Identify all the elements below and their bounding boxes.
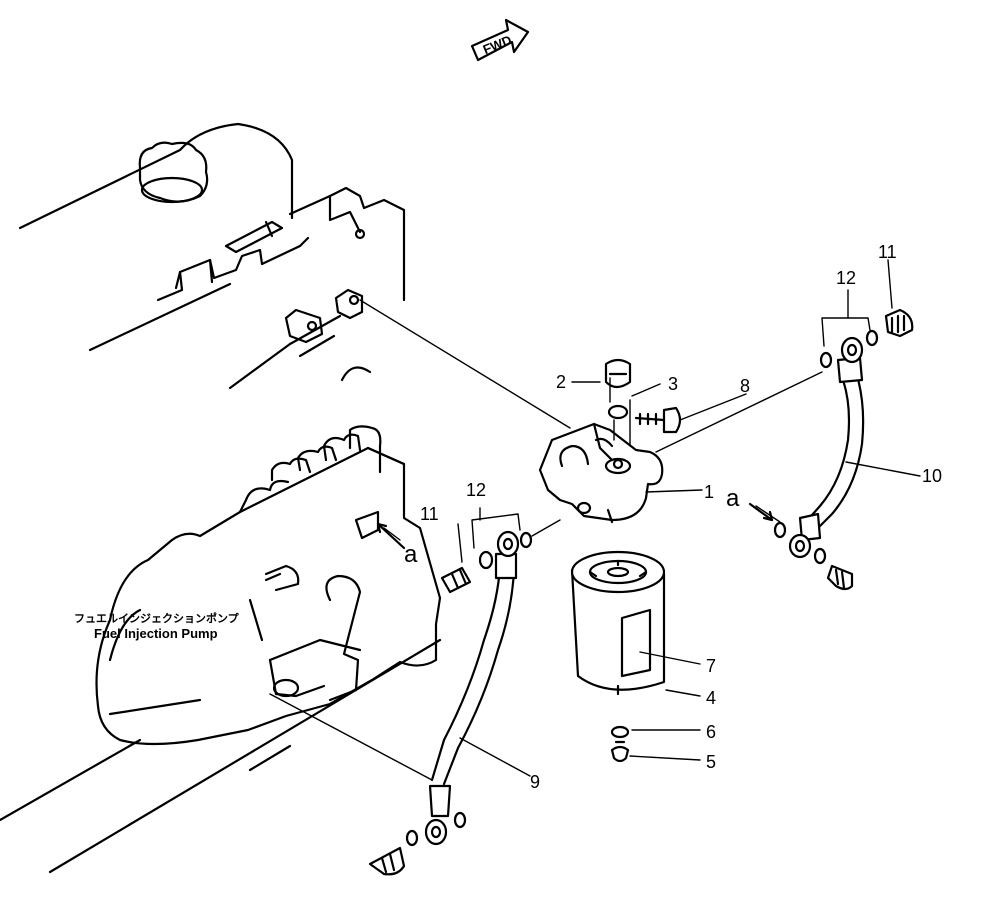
callout-11-left: 11 xyxy=(420,504,439,524)
fuel-injection-pump: フュエルインジェクションポンプ Fuel Injection Pump xyxy=(74,425,442,746)
callout-3: 3 xyxy=(668,374,678,394)
callout-5: 5 xyxy=(706,752,716,772)
callout-2: 2 xyxy=(556,372,566,392)
assembly-leader-lines xyxy=(269,299,823,781)
callout-10: 10 xyxy=(922,466,942,486)
filter-cartridge xyxy=(570,550,666,696)
callout-7: 7 xyxy=(706,656,716,676)
fuel-hose-9 xyxy=(405,530,533,847)
forward-direction-arrow: FWD xyxy=(470,18,530,62)
fuel-hose-10 xyxy=(773,329,879,565)
callout-9: 9 xyxy=(530,772,540,792)
mounting-hardware xyxy=(604,358,682,434)
callout-1: 1 xyxy=(704,482,714,502)
banjo-bolts xyxy=(368,308,914,876)
callout-8: 8 xyxy=(740,376,750,396)
callout-leaders xyxy=(383,259,921,777)
connection-mark-a-filter: a xyxy=(726,485,740,512)
connection-mark-a-pump: a xyxy=(404,541,418,568)
fuel-filter-head xyxy=(538,422,664,524)
callout-12-left: 12 xyxy=(466,480,486,500)
connection-marks: a a xyxy=(376,485,774,568)
engine-block xyxy=(18,122,406,390)
callout-6: 6 xyxy=(706,722,716,742)
fwd-label: FWD xyxy=(481,32,514,57)
callout-4: 4 xyxy=(706,688,716,708)
callout-11-right: 11 xyxy=(878,242,897,262)
pump-label-japanese: フュエルインジェクションポンプ xyxy=(74,611,240,625)
pump-label-english: Fuel Injection Pump xyxy=(94,626,218,641)
callout-numbers: 1 2 3 4 5 6 7 8 9 10 11 11 12 12 xyxy=(420,242,942,792)
engine-base-lines xyxy=(0,638,442,874)
callout-12-right: 12 xyxy=(836,268,856,288)
drain-parts xyxy=(610,725,630,763)
